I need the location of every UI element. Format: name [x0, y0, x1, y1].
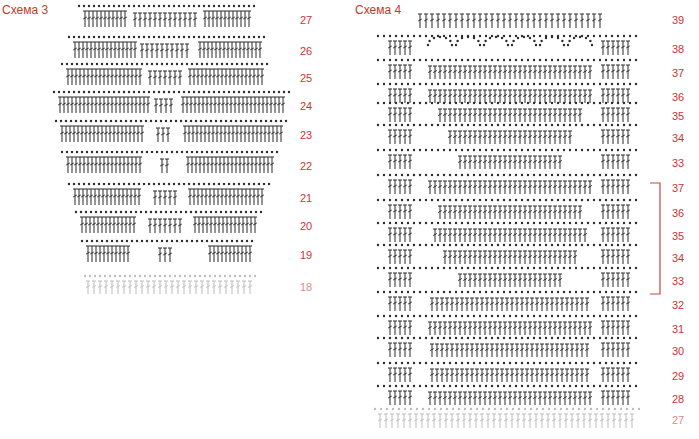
row-number: 33: [672, 158, 684, 169]
row-number: 33: [672, 276, 684, 287]
row-number: 27: [672, 415, 684, 426]
row-number: 19: [300, 250, 312, 261]
stitch-symbols: [53, 5, 640, 428]
scheme-title: Схема 4: [355, 4, 401, 16]
row-number: 22: [300, 161, 312, 172]
row-number: 36: [672, 208, 684, 219]
row-number: 27: [300, 15, 312, 26]
row-number: 21: [300, 193, 312, 204]
row-number: 23: [300, 130, 312, 141]
row-number: 36: [672, 92, 684, 103]
row-number: 32: [672, 300, 684, 311]
row-number: 30: [672, 346, 684, 357]
row-number: 35: [672, 231, 684, 242]
row-number: 26: [300, 46, 312, 57]
row-number: 24: [300, 101, 312, 112]
row-number: 31: [672, 324, 684, 335]
row-number: 29: [672, 371, 684, 382]
row-number: 37: [672, 68, 684, 79]
row-number: 35: [672, 111, 684, 122]
row-number: 34: [672, 253, 684, 264]
repeat-bracket: [650, 183, 660, 294]
row-number: 18: [300, 282, 312, 293]
row-number: 38: [672, 44, 684, 55]
row-number: 28: [672, 394, 684, 405]
row-number: 39: [672, 15, 684, 26]
row-number: 37: [672, 183, 684, 194]
row-number: 34: [672, 133, 684, 144]
row-number: 20: [300, 221, 312, 232]
scheme-title: Схема 3: [2, 4, 48, 16]
row-number: 25: [300, 73, 312, 84]
